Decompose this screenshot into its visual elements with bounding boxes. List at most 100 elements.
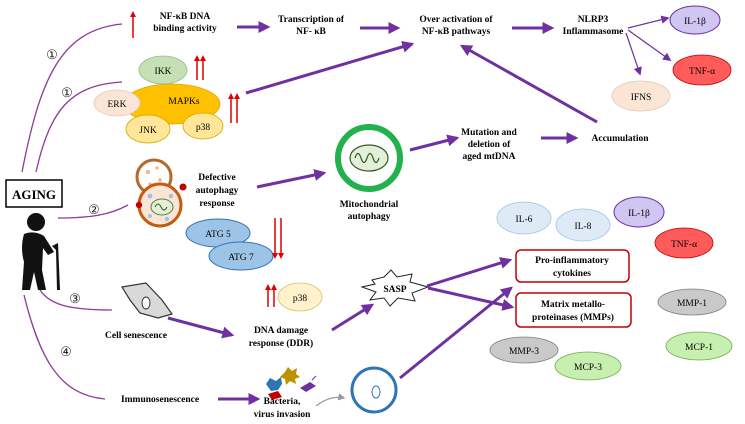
il1b-top-ellipse [669,5,721,35]
erk-label: ERK [108,100,127,110]
branch-line-1a [21,23,123,173]
mcp3-ellipse [554,351,622,381]
mcp1-label: MCP-1 [685,343,713,353]
mutation-line1: Mutation and [461,128,517,138]
defective-line1: Defective [198,173,235,183]
bacteria-line2: virus invasion [254,410,311,420]
proinflam-line2: cytokines [553,269,591,279]
mapk-cluster: IKK ERK MAPKs JNK p38 [93,55,224,144]
nlrp3-line2: Inflammasome [563,27,624,37]
autophagosome-icon [135,158,187,228]
mito-autophagy-line2: autophagy [348,212,391,222]
aging-box [5,179,63,208]
branch-number-3: ③ [69,291,81,306]
arrow-senescence-to-ddr [167,316,235,339]
branch-line-2 [57,204,129,219]
overactivation-line2: NF-κB pathways [422,27,491,37]
sasp-label: SASP [383,285,406,295]
branch-line-4 [23,294,106,400]
arrow-mito-to-mutation [409,134,460,152]
il1b-bottom-label: IL-1β [628,209,650,219]
arrow-sasp-to-proinflam [426,257,513,288]
transcription-line1: Transcription of [278,15,345,25]
branch-number-1a: ① [46,47,58,62]
arrow-accumulation-to-overactivation [459,44,598,124]
branch-line-3 [39,289,113,311]
mmp3-label: MMP-3 [509,347,539,357]
aging-label: AGING [12,187,56,202]
sasp-burst-icon [360,269,430,307]
il8-ellipse [555,208,611,242]
atg7-label: ATG 7 [228,253,254,263]
immune-cell-nucleus-icon [371,385,381,399]
ddr-line2: response (DDR) [249,338,313,349]
mmp3-ellipse [489,336,559,364]
p38-bottom-ellipse [277,282,323,312]
mmp1-label: MMP-1 [677,299,707,309]
il1b-top-label: IL-1β [684,17,706,27]
aging-block: AGING [5,179,63,290]
arrow-nlrp3-to-tnfa [627,29,672,61]
arrow-ddr-to-sasp [331,303,375,332]
nfkb-binding-line2: binding activity [153,24,217,34]
arrow-defective-to-mito [256,169,327,189]
branch-number-4: ④ [60,344,72,359]
branch-number-2: ② [88,202,100,217]
arrow-mapk-to-overactivation [245,40,415,95]
p38-top-label: p38 [196,123,211,133]
il6-label: IL-6 [516,215,533,225]
arrow-immune-to-cytokines [399,286,513,380]
mutation-line2: deletion of [468,140,511,150]
branch-lines [21,23,129,400]
branch-line-1b [35,81,123,173]
nlrp3-line1: NLRP3 [578,15,609,25]
tnfa-top-label: TNF-α [689,67,715,77]
il6-ellipse [496,201,552,235]
bacteria-line1: Bacteria, [264,397,301,407]
senescent-nucleus-icon [141,296,151,310]
proinflam-line1: Pro-inflammatory [535,256,609,266]
elderly-person-icon [22,213,60,290]
ikk-ellipse [138,55,188,85]
arrow-nlrp3-to-ifns [625,32,642,76]
mitochondria-icon [335,124,403,192]
defective-line3: response [199,199,234,209]
ddr-line1: DNA damage [254,326,308,336]
tnfa-top-ellipse [672,54,732,86]
mcp3-label: MCP-3 [574,363,602,373]
mcp1-ellipse [665,331,733,361]
atg5-label: ATG 5 [205,230,231,240]
nfkb-binding-line1: NF-κB DNA [160,12,211,22]
proinflam-box [515,249,630,283]
tnfa-bottom-label: TNF-α [671,240,697,250]
p38-top-ellipse [182,112,224,140]
il1b-bottom-ellipse [613,196,665,228]
mmp1-ellipse [657,288,727,316]
jnk-ellipse [125,114,171,144]
il8-label: IL-8 [575,222,592,232]
erk-ellipse [93,89,141,117]
ifns-label: IFNS [631,93,652,103]
defective-line2: autophagy [196,186,239,196]
immunosenescence-label: Immunosenescence [121,395,199,405]
arrow-bacteria-to-immune-cell [315,393,346,407]
bacteria-virus-icon [266,367,317,400]
transcription-line2: NF- κB [296,27,326,37]
ikk-label: IKK [155,67,172,77]
jnk-label: JNK [139,126,157,136]
ifns-ellipse [611,80,671,112]
branch-number-1b: ① [61,85,73,100]
matrix-line1: Matrix metallo- [541,300,605,310]
accumulation-label: Accumulation [592,134,650,144]
arrow-sasp-to-mmp [427,286,515,311]
p38-bottom-label: p38 [293,294,308,304]
mutation-line3: aged mtDNA [462,152,515,162]
mmp-box [515,292,632,328]
matrix-line2: proteinases (MMPs) [532,312,614,323]
arrow-nlrp3-to-il1b [627,15,670,29]
tnfa-bottom-ellipse [654,227,714,259]
cell-senescence-label: Cell senescence [105,331,167,341]
mapks-label: MAPKs [168,97,199,107]
